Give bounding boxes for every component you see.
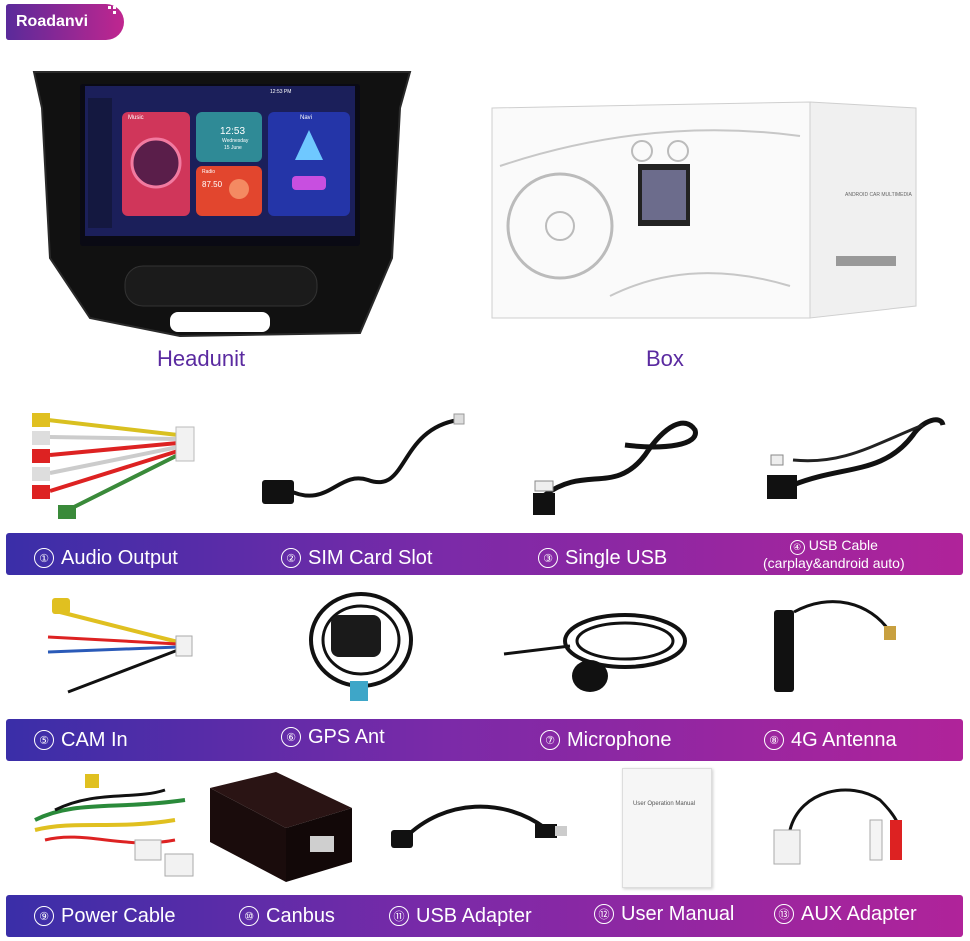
brand-logo: Roadanvi	[6, 4, 124, 40]
microphone-image	[500, 606, 695, 701]
item-label: Audio Output	[61, 546, 178, 569]
headunit-image: Music 12:53 Wednesday 15 June Radio 87.5…	[30, 68, 415, 343]
item-sim-card-slot: ② SIM Card Slot	[281, 537, 432, 579]
item-number: ⑪	[389, 906, 409, 926]
item-number: ③	[538, 548, 558, 568]
brand-name: Roadanvi	[16, 13, 89, 30]
audio-output-cable-image	[28, 405, 198, 525]
screen-navi-label: Navi	[300, 115, 313, 121]
item-sublabel: (carplay&android auto)	[763, 554, 905, 571]
item-number: ⑫	[594, 904, 614, 924]
item-number: ⑨	[34, 906, 54, 926]
item-single-usb: ③ Single USB	[538, 537, 667, 579]
item-aux-adapter: ⑬ AUX Adapter	[774, 893, 917, 935]
item-label: Power Cable	[61, 904, 176, 927]
item-label: GPS Ant	[308, 725, 385, 748]
item-audio-output: ① Audio Output	[34, 537, 178, 579]
box-image: ANDROID CAR MULTIMEDIA	[490, 96, 918, 324]
label-band-3	[6, 895, 963, 937]
item-number: ⑦	[540, 730, 560, 750]
item-number: ⑬	[774, 904, 794, 924]
screen-music-label: Music	[128, 115, 144, 121]
item-4g-antenna: ⑧ 4G Antenna	[764, 719, 897, 761]
item-usb-adapter: ⑪ USB Adapter	[389, 895, 532, 937]
item-label: SIM Card Slot	[308, 546, 433, 569]
screen-radio-freq: 87.50	[202, 180, 223, 189]
screen-date: 15 June	[224, 145, 242, 151]
item-user-manual: ⑫ User Manual	[594, 893, 734, 935]
box-caption: Box	[646, 346, 684, 371]
item-canbus: ⑩ Canbus	[239, 895, 335, 937]
item-label: USB Cable	[808, 536, 878, 553]
label-band-2	[6, 719, 963, 761]
4g-antenna-image	[770, 592, 900, 697]
power-cable-image	[25, 770, 200, 885]
single-usb-image	[525, 405, 705, 520]
usb-adapter-image	[385, 798, 570, 858]
item-power-cable: ⑨ Power Cable	[34, 895, 176, 937]
item-label: 4G Antenna	[791, 728, 897, 751]
item-label: USB Adapter	[416, 904, 532, 927]
item-label: User Manual	[621, 902, 735, 925]
headunit-caption: Headunit	[157, 346, 246, 371]
item-microphone: ⑦ Microphone	[540, 719, 672, 761]
item-label: CAM In	[61, 728, 128, 751]
screen-radio-label: Radio	[202, 169, 216, 175]
screen-status-time: 12:53 PM	[270, 89, 292, 95]
aux-adapter-image	[770, 780, 915, 880]
item-cam-in: ⑤ CAM In	[34, 719, 128, 761]
item-number: ⑧	[764, 730, 784, 750]
screen-clock: 12:53	[220, 126, 246, 137]
canbus-box-image	[206, 768, 356, 888]
label-band-1	[6, 533, 963, 575]
item-label: Canbus	[266, 904, 335, 927]
item-number: ①	[34, 548, 54, 568]
item-number: ④	[789, 539, 805, 555]
sim-card-slot-image	[258, 410, 468, 515]
item-gps-ant: ⑥ GPS Ant	[281, 716, 385, 758]
item-number: ⑤	[34, 730, 54, 750]
usb-cable-image	[763, 405, 948, 505]
sparkle-icon	[108, 6, 116, 14]
gps-antenna-image	[303, 585, 418, 705]
screen-day: Wednesday	[222, 138, 249, 144]
item-label: Single USB	[565, 546, 668, 569]
cam-in-cable-image	[38, 592, 198, 702]
item-label: Microphone	[567, 728, 672, 751]
box-side-text: ANDROID CAR MULTIMEDIA	[845, 192, 912, 198]
item-label: AUX Adapter	[801, 902, 917, 925]
user-manual-image: User Operation Manual	[622, 768, 712, 888]
item-number: ②	[281, 548, 301, 568]
item-number: ⑩	[239, 906, 259, 926]
manual-title: User Operation Manual	[633, 801, 696, 807]
item-number: ⑥	[281, 727, 301, 747]
